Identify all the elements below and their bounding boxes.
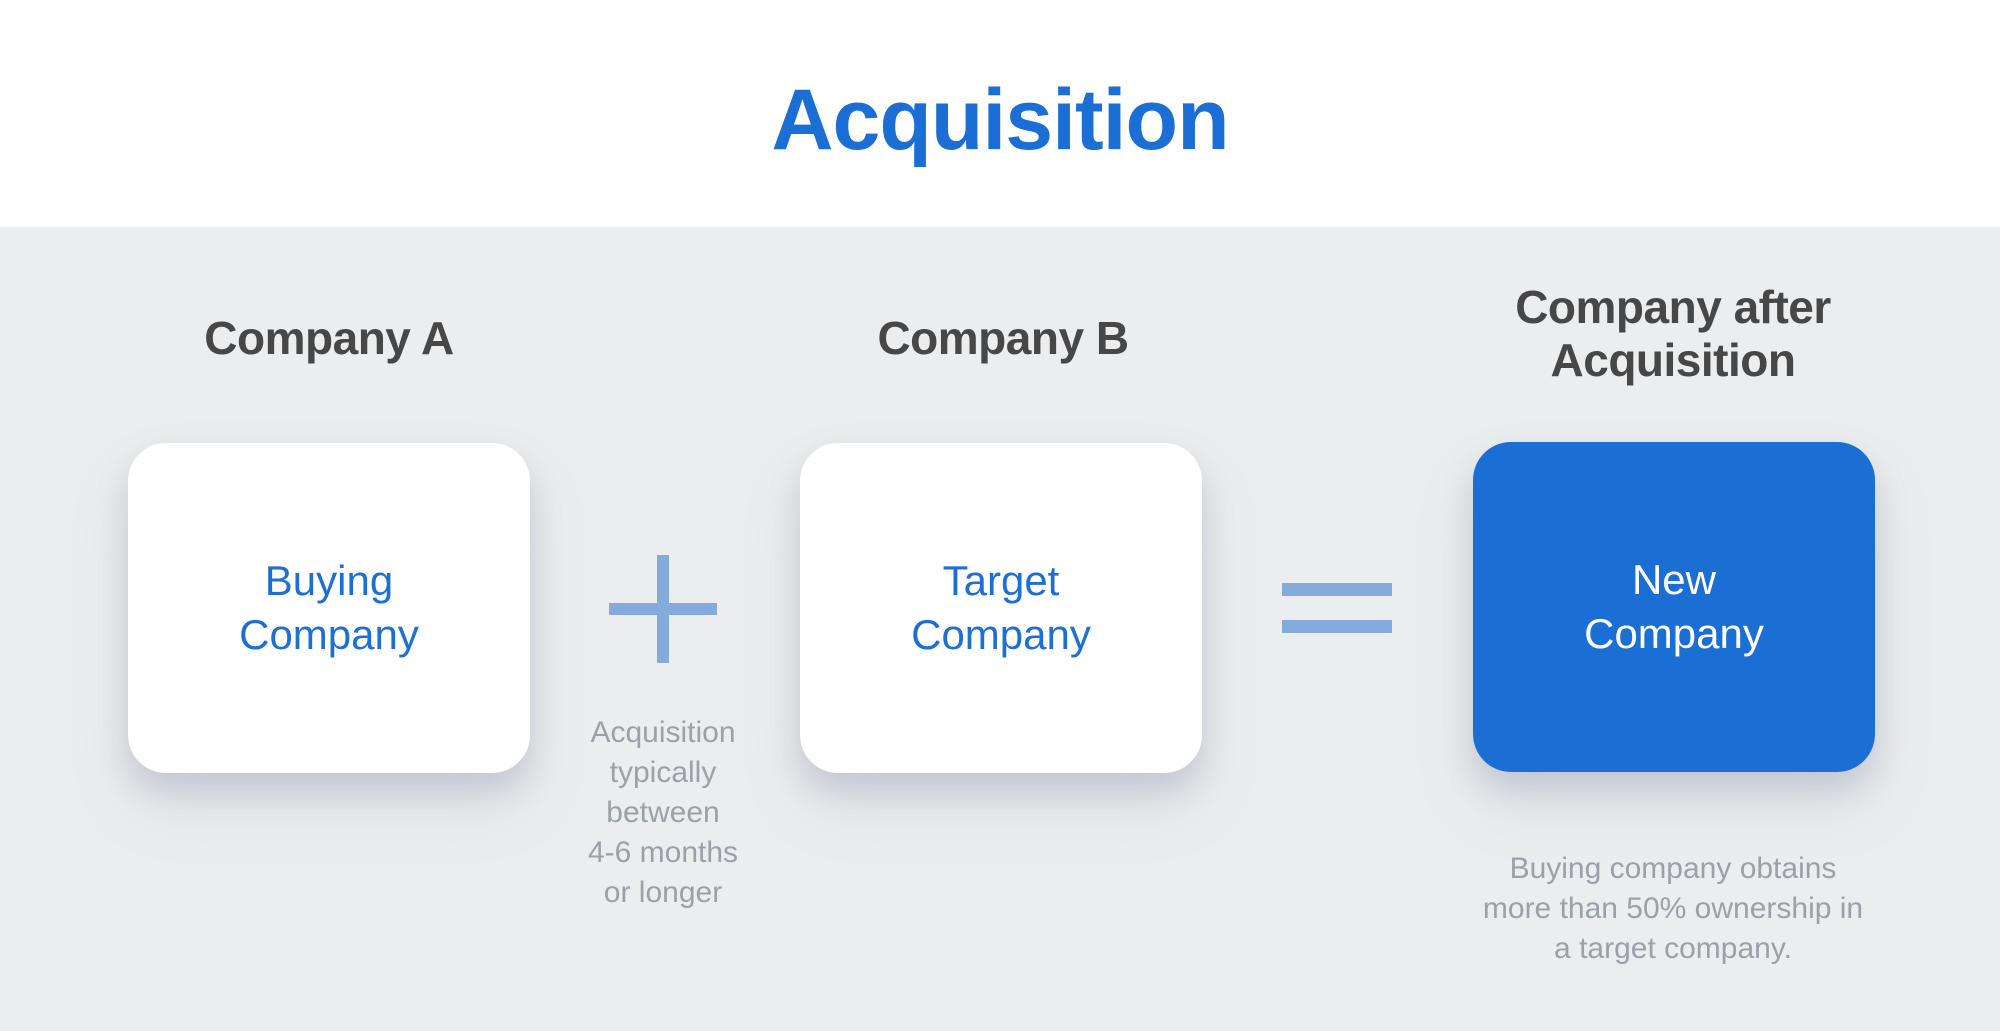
- diagram-board: Company A Company B Company after Acquis…: [0, 227, 2000, 1031]
- equals-icon: [1282, 583, 1392, 633]
- buying-company-card: Buying Company: [128, 443, 530, 773]
- buying-company-label: Buying Company: [239, 557, 419, 658]
- heading-company-b: Company B: [877, 312, 1129, 364]
- heading-company-a: Company A: [204, 312, 454, 364]
- equals-bottom-bar: [1282, 620, 1392, 633]
- target-company-card: Target Company: [800, 443, 1202, 773]
- heading-company-after-acquisition: Company after Acquisition: [1515, 281, 1831, 387]
- target-company-label: Target Company: [911, 557, 1091, 658]
- equals-top-bar: [1282, 583, 1392, 596]
- header: Acquisition: [0, 0, 2000, 227]
- acquisition-duration-note: Acquisition typically between 4-6 months…: [587, 716, 739, 909]
- page-title: Acquisition: [771, 72, 1229, 169]
- plus-icon: [609, 555, 717, 663]
- new-company-label: New Company: [1584, 556, 1764, 657]
- plus-vertical-bar: [657, 555, 669, 663]
- ownership-note: Buying company obtains more than 50% own…: [1482, 852, 1864, 965]
- new-company-card: New Company: [1473, 442, 1875, 772]
